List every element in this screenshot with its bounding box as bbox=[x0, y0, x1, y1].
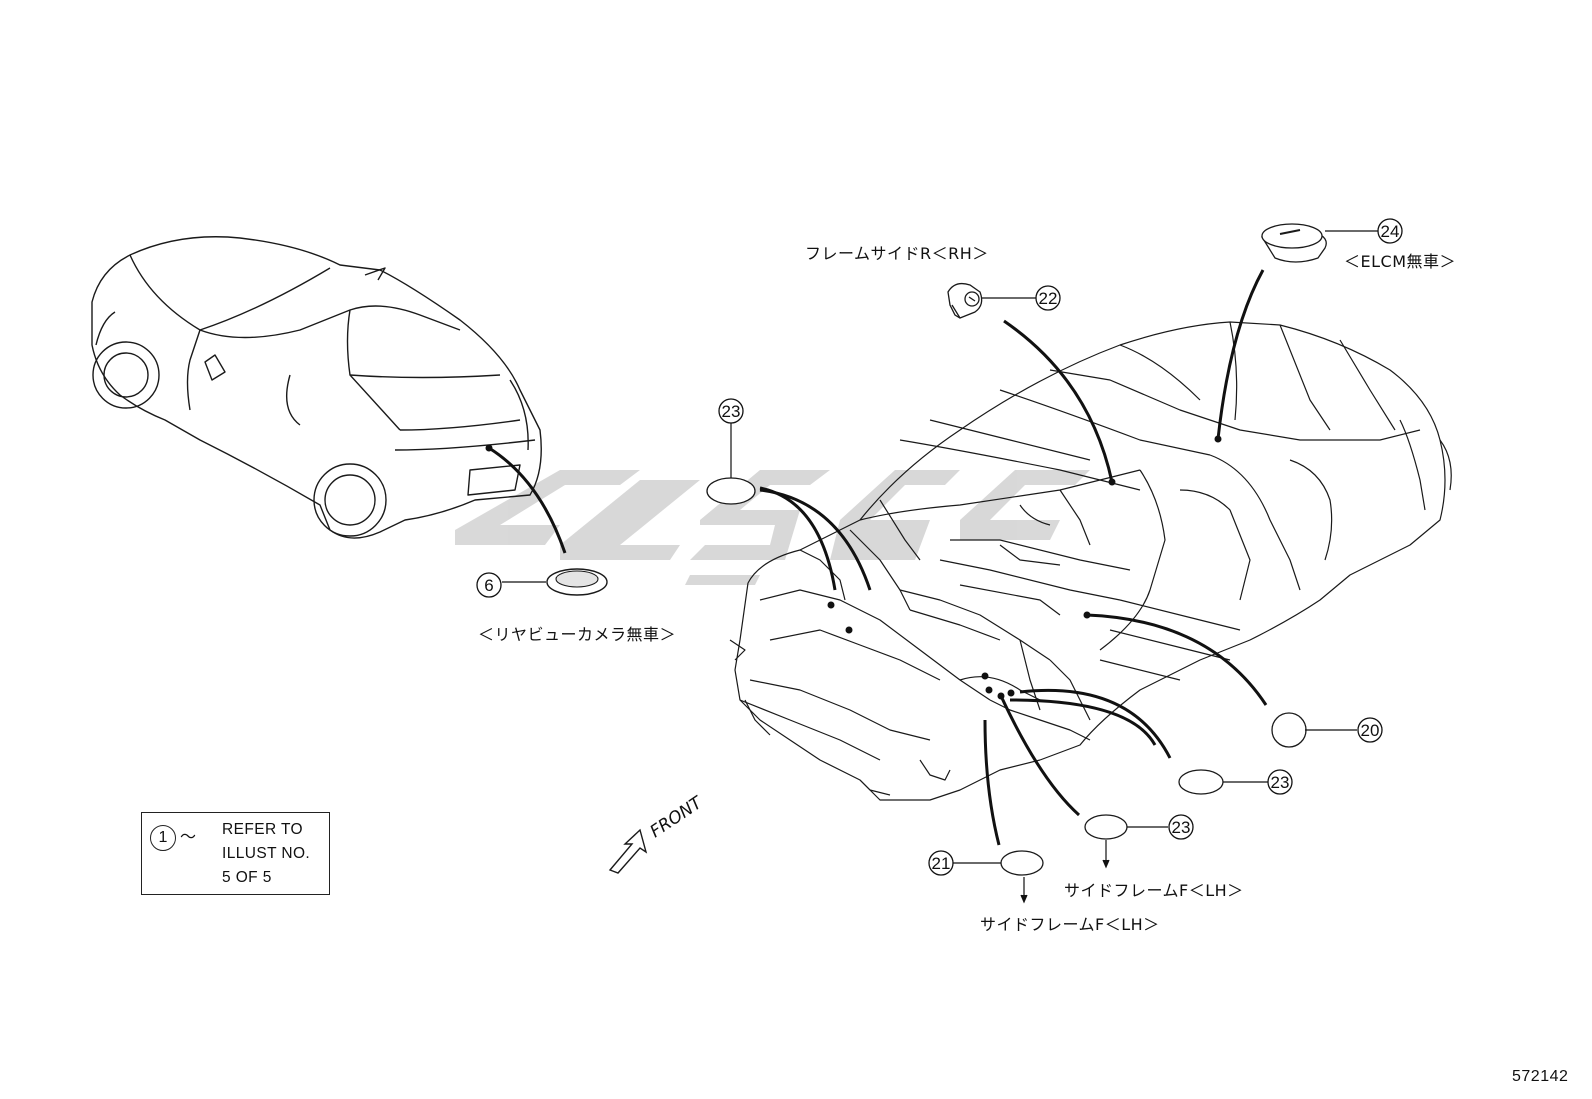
label-frame-side-r-rh: フレームサイドR＜RH＞ bbox=[805, 244, 989, 263]
label-elcm: ＜ELCM無車＞ bbox=[1344, 252, 1457, 271]
svg-text:23: 23 bbox=[1172, 818, 1191, 837]
svg-text:21: 21 bbox=[932, 854, 951, 873]
callout-21: 21 bbox=[928, 850, 954, 876]
svg-text:23: 23 bbox=[722, 402, 741, 421]
callout-6: 6 bbox=[476, 572, 502, 598]
part-shapes bbox=[706, 477, 1307, 876]
legend-line-3: 5 OF 5 bbox=[222, 869, 272, 886]
callout-leaders bbox=[730, 423, 1357, 904]
callout-23-top: 23 bbox=[718, 398, 744, 424]
legend-callout: 1 bbox=[150, 825, 176, 851]
diagram-id: 572142 bbox=[1512, 1068, 1569, 1085]
svg-text:20: 20 bbox=[1361, 721, 1380, 740]
callout-23-bottom: 23 bbox=[1168, 814, 1194, 840]
legend-box: 1 ～ REFER TO ILLUST NO. 5 OF 5 bbox=[141, 812, 330, 895]
label-side-frame-f-lh-1: サイドフレームF＜LH＞ bbox=[1064, 881, 1244, 900]
clip-22 bbox=[947, 282, 983, 319]
legend-line-1: REFER TO bbox=[222, 821, 304, 838]
svg-text:24: 24 bbox=[1381, 222, 1400, 241]
watermark-logo bbox=[455, 470, 1090, 585]
legend-line-2: ILLUST NO. bbox=[222, 845, 311, 862]
svg-text:22: 22 bbox=[1039, 289, 1058, 308]
label-rear-view-camera: ＜リヤビューカメラ無車＞ bbox=[478, 625, 677, 644]
vehicle-rear-view bbox=[91, 236, 542, 539]
callout-24: 24 bbox=[1377, 218, 1403, 244]
front-label: FRONT bbox=[647, 792, 708, 842]
plug-24 bbox=[1261, 223, 1327, 263]
callout-22: 22 bbox=[1035, 285, 1061, 311]
leader-lines bbox=[759, 269, 1268, 846]
callout-20: 20 bbox=[1357, 717, 1383, 743]
svg-text:23: 23 bbox=[1271, 773, 1290, 792]
callout-23-right: 23 bbox=[1267, 769, 1293, 795]
front-arrow bbox=[608, 828, 648, 874]
plug-6-grommet bbox=[546, 568, 608, 596]
label-side-frame-f-lh-2: サイドフレームF＜LH＞ bbox=[980, 915, 1160, 934]
leader-line bbox=[488, 446, 567, 554]
vehicle-body-frame bbox=[729, 321, 1452, 801]
svg-text:6: 6 bbox=[484, 576, 493, 595]
legend-tilde: ～ bbox=[180, 829, 197, 846]
